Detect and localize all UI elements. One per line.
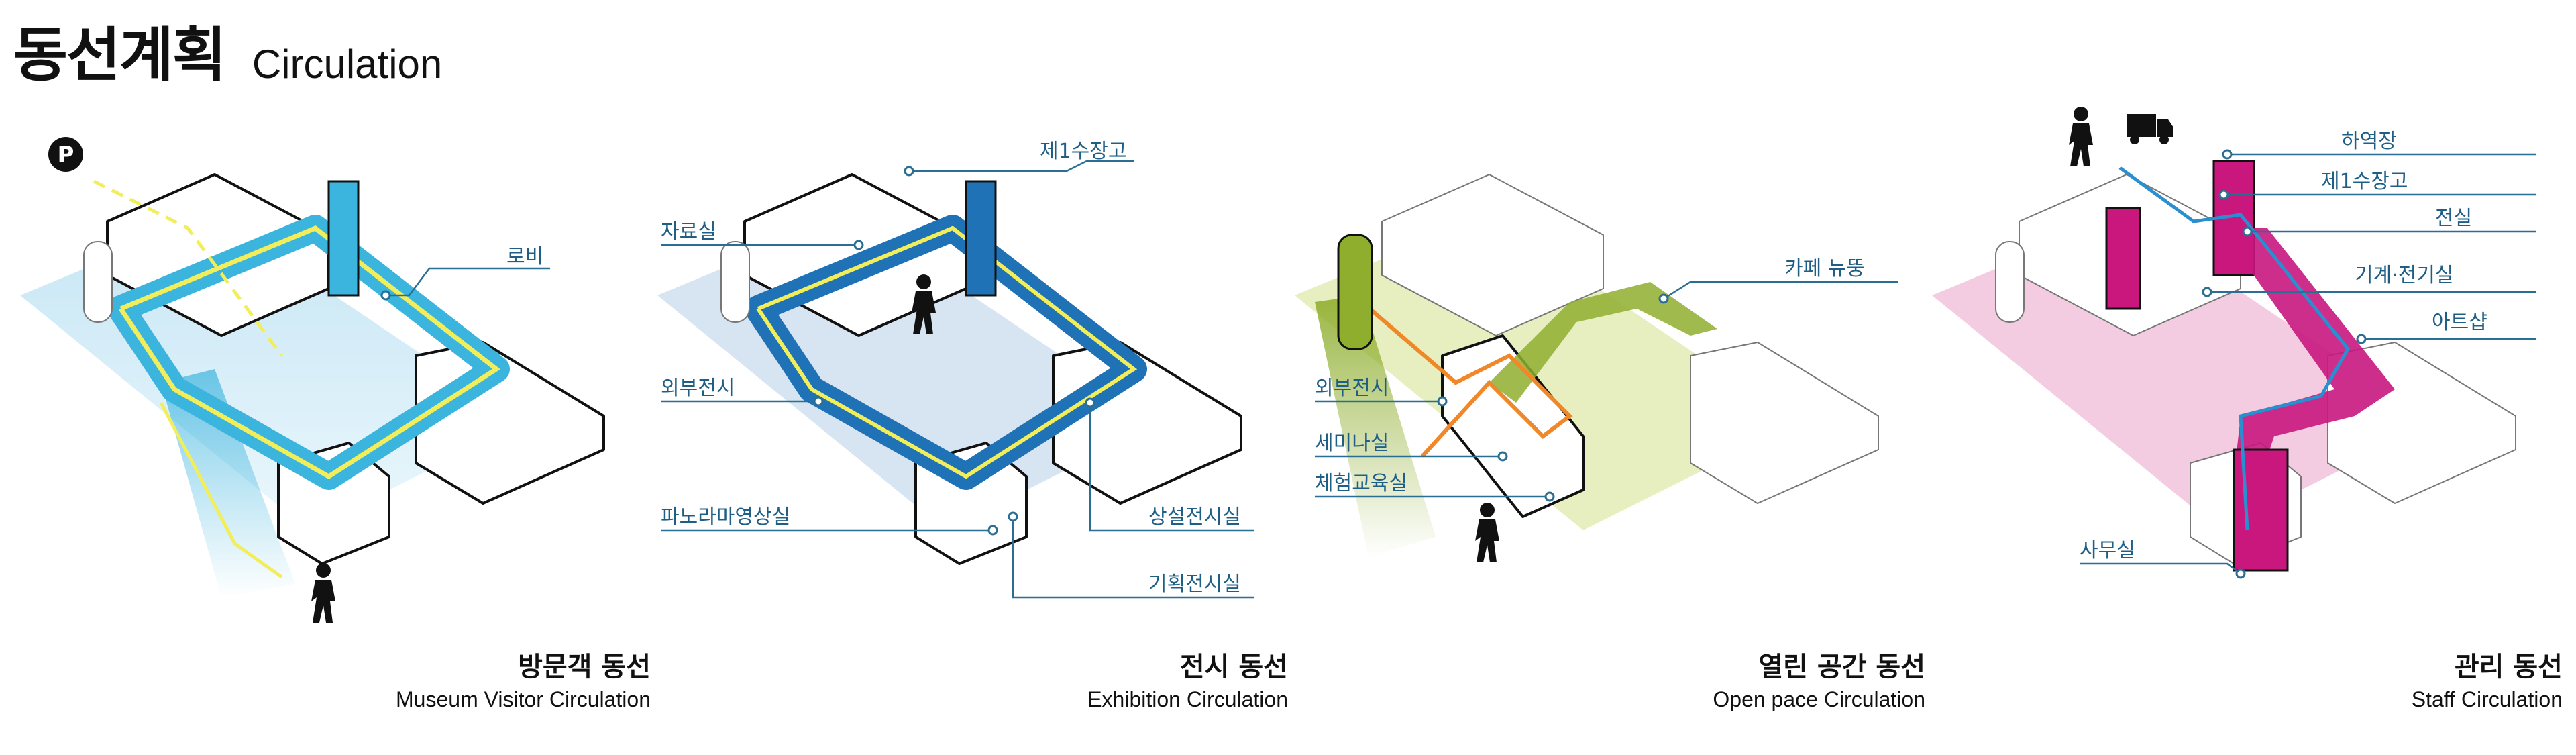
storage-tower <box>965 180 997 297</box>
open-path <box>1350 281 1573 458</box>
caption-en: Exhibition Circulation <box>1087 687 1288 711</box>
caption-en: Open pace Circulation <box>1713 687 1925 711</box>
mag-tower-1 <box>2105 207 2141 310</box>
caption-open-space: 열린 공간 동선 Open pace Circulation <box>1713 650 1925 714</box>
caption-en: Museum Visitor Circulation <box>396 687 651 711</box>
caption-kr: 방문객 동선 <box>518 652 651 683</box>
block-south <box>1052 341 1242 505</box>
label-office: 사무실 <box>2080 539 2135 562</box>
label-cafe: 카페 뉴뚱 <box>1784 257 1865 281</box>
green-tower <box>1337 234 1373 350</box>
block-north <box>1381 174 1604 336</box>
pedestrian-icon <box>1475 503 1499 562</box>
block-south <box>1690 342 1879 504</box>
exhibition-diagram: 제1수장고 자료실 외부전시 파노라마영상실 상설전시실 기획전시실 <box>657 140 1254 599</box>
page-title: 동선계획 <box>13 20 227 89</box>
leader-special <box>1012 517 1254 599</box>
panel-visitor: P 로비 방문객 동선 Museum Visitor Circulation <box>13 101 651 725</box>
label-loading: 하역장 <box>2341 130 2397 153</box>
pedestrian-icon <box>2069 107 2093 166</box>
label-special: 기획전시실 <box>1148 572 1241 596</box>
entry-beam <box>161 369 295 597</box>
visitor-path <box>119 225 501 480</box>
panel-open-space: 카페 뉴뚱 외부전시 세미나실 체험교육실 열린 공간 동선 Open pace… <box>1288 101 1925 725</box>
block-south <box>415 341 605 505</box>
label-archive: 자료실 <box>661 220 716 244</box>
label-education: 체험교육실 <box>1315 472 1407 495</box>
leader-permanent <box>1089 403 1254 532</box>
lobby-tower <box>327 180 360 297</box>
leader-office <box>2080 562 2241 574</box>
label-seminar: 세미나실 <box>1315 432 1389 455</box>
label-permanent: 상설전시실 <box>1148 505 1241 529</box>
mag-tower-3 <box>2233 448 2289 572</box>
block-seminar <box>1441 334 1585 518</box>
caption-exhibition: 전시 동선 Exhibition Circulation <box>1087 650 1288 714</box>
cylinder <box>1995 241 2025 323</box>
pedestrian-icon <box>912 274 936 334</box>
entry-path <box>93 179 284 357</box>
parking-icon: P <box>48 137 83 172</box>
leader-lobby <box>386 267 550 297</box>
pedestrian-icon <box>311 563 335 623</box>
label-panorama: 파노라마영상실 <box>661 505 790 529</box>
caption-kr: 전시 동선 <box>1179 652 1288 683</box>
staff-path <box>2118 166 2351 531</box>
leader-storage <box>909 160 1134 172</box>
caption-kr: 열린 공간 동선 <box>1758 652 1925 683</box>
cylinder <box>720 241 750 323</box>
visitor-diagram: P 로비 <box>20 137 605 623</box>
page-subtitle: Circulation <box>252 42 443 87</box>
label-lobby: 로비 <box>506 245 543 268</box>
caption-visitor: 방문객 동선 Museum Visitor Circulation <box>396 650 651 714</box>
staff-band <box>2220 228 2395 476</box>
panel-exhibition: 제1수장고 자료실 외부전시 파노라마영상실 상설전시실 기획전시실 전시 동선… <box>651 101 1288 725</box>
svg-text:P: P <box>58 142 74 168</box>
leader-cafe <box>1663 281 1898 300</box>
caption-en: Staff Circulation <box>2411 687 2563 711</box>
exhibition-path <box>756 225 1138 479</box>
label-mechanical: 기계·전기실 <box>2355 264 2454 287</box>
label-artshop: 아트샵 <box>2432 311 2487 334</box>
approach-path <box>159 401 283 579</box>
truck-icon <box>2127 114 2174 144</box>
label-outdoor: 외부전시 <box>1315 376 1389 400</box>
caption-staff: 관리 동선 Staff Circulation <box>2412 650 2563 714</box>
cafe-path <box>1489 282 1717 403</box>
panel-staff: 하역장 제1수장고 전실 기계·전기실 아트샵 사무실 관리 동선 Staff … <box>1925 101 2563 725</box>
label-outdoor: 외부전시 <box>661 376 735 400</box>
staff-diagram: 하역장 제1수장고 전실 기계·전기실 아트샵 사무실 <box>1932 107 2536 579</box>
label-anteroom: 전실 <box>2435 207 2472 230</box>
label-storage: 제1수장고 <box>1040 140 1127 163</box>
cylinder <box>83 241 113 323</box>
page-header: 동선계획 Circulation <box>13 12 442 93</box>
caption-kr: 관리 동선 <box>2454 652 2563 683</box>
label-storage: 제1수장고 <box>2321 170 2408 193</box>
open-space-diagram: 카페 뉴뚱 외부전시 세미나실 체험교육실 <box>1295 174 1898 562</box>
green-beam <box>1315 295 1436 557</box>
